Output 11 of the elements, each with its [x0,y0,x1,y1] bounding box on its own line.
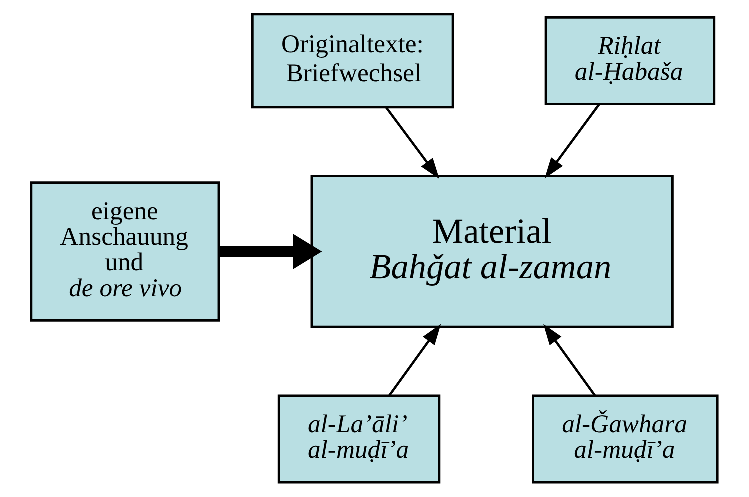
node-box: eigene Anschauung und de ore vivo [30,182,220,322]
node-box: Riḥlat al-Ḥabaša [544,16,716,106]
arrow [544,104,600,179]
node-box: al-La’āli’ al-muḍī’a [278,394,441,484]
node-box: al-Ǧawhara al-muḍī’a [532,394,719,484]
arrow [219,234,322,270]
node-box: Originaltexte: Briefwechsel [251,13,454,109]
node-box: Material Bahǧat al-zaman [310,175,674,328]
arrow [388,324,442,396]
arrow [544,324,596,396]
arrow [385,106,440,180]
